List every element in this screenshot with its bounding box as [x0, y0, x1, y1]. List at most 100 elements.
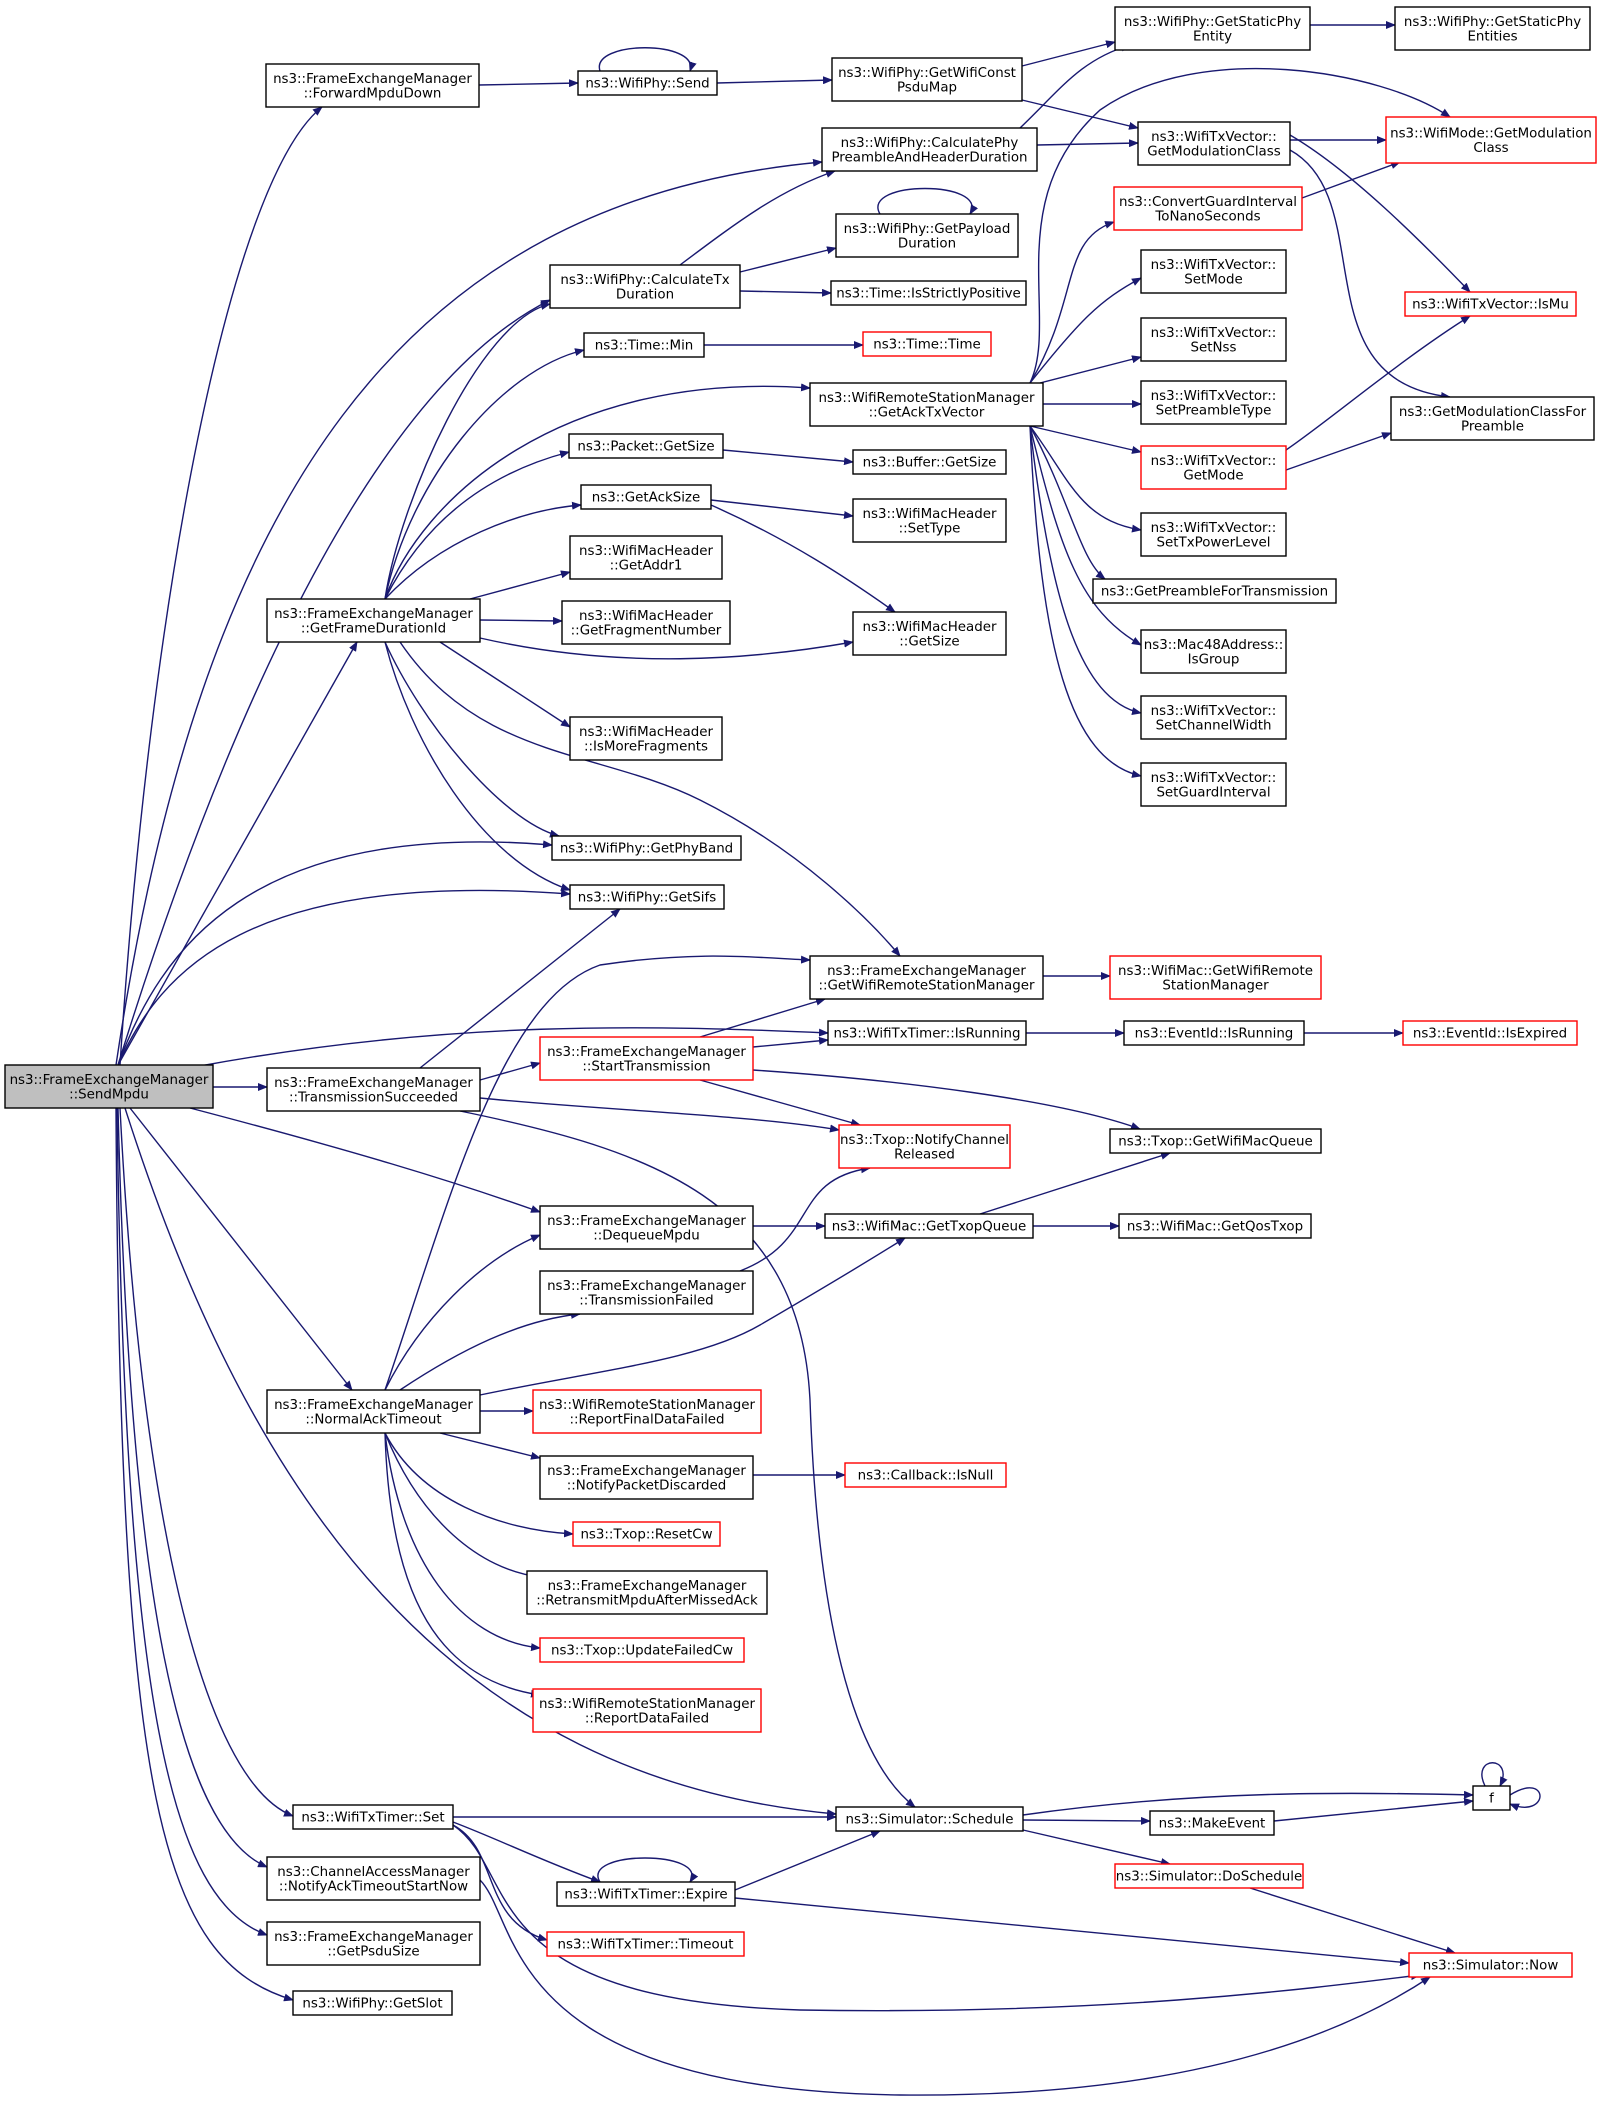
- node-get-ack-size[interactable]: ns3::GetAckSize: [580, 484, 712, 510]
- node-machdr-get-fragment-number[interactable]: ns3::WifiMacHeader::GetFragmentNumber: [561, 600, 731, 645]
- node-phy-get-slot[interactable]: ns3::WifiPhy::GetSlot: [292, 1990, 453, 2016]
- node-mac-get-wifi-remote-station-manager[interactable]: ns3::WifiMac::GetWifiRemoteStationManage…: [1109, 955, 1322, 1000]
- node-box: [1140, 762, 1287, 807]
- node-notify-ack-timeout-start-now[interactable]: ns3::ChannelAccessManager::NotifyAckTime…: [266, 1856, 481, 1901]
- edge-calc_phy_preamble-to-get_static_phy_entity: [1019, 43, 1131, 129]
- node-phy-get-phy-band[interactable]: ns3::WifiPhy::GetPhyBand: [551, 835, 742, 861]
- node-label-line: ns3::WifiRemoteStationManager: [539, 1697, 756, 1712]
- node-txvector-get-mod-class[interactable]: ns3::WifiTxVector::GetModulationClass: [1137, 121, 1291, 166]
- node-fem-get-wifi-remote-station-manager[interactable]: ns3::FrameExchangeManager::GetWifiRemote…: [809, 955, 1044, 1000]
- node-box: [1109, 955, 1322, 1000]
- edge-start_transmission-to-fem_get_wifi_remote_station_manager: [699, 997, 826, 1038]
- node-txvector-set-channel-width[interactable]: ns3::WifiTxVector::SetChannelWidth: [1140, 695, 1287, 740]
- node-txvector-set-nss[interactable]: ns3::WifiTxVector::SetNss: [1140, 317, 1287, 362]
- node-mac48-is-group[interactable]: ns3::Mac48Address::IsGroup: [1140, 629, 1287, 674]
- node-machdr-is-more-fragments[interactable]: ns3::WifiMacHeader::IsMoreFragments: [569, 716, 723, 761]
- node-label-line: ns3::WifiMacHeader: [579, 544, 713, 559]
- node-phy-send[interactable]: ns3::WifiPhy::Send: [577, 70, 718, 96]
- node-label-line: ns3::WifiTxTimer::Set: [301, 1811, 444, 1826]
- node-txvector-set-guard-interval[interactable]: ns3::WifiTxVector::SetGuardInterval: [1140, 762, 1287, 807]
- node-label-line: SetNss: [1191, 340, 1237, 355]
- node-notify-packet-discarded[interactable]: ns3::FrameExchangeManager::NotifyPacketD…: [539, 1455, 754, 1500]
- node-make-event[interactable]: ns3::MakeEvent: [1149, 1810, 1275, 1836]
- node-txop-reset-cw[interactable]: ns3::Txop::ResetCw: [572, 1521, 721, 1547]
- edge-get_frame_duration_id-to-machdr_get_fragment_number: [479, 616, 563, 625]
- node-machdr-get-addr1[interactable]: ns3::WifiMacHeader::GetAddr1: [569, 535, 723, 580]
- node-get-frame-duration-id[interactable]: ns3::FrameExchangeManager::GetFrameDurat…: [266, 598, 481, 643]
- node-normal-ack-timeout[interactable]: ns3::FrameExchangeManager::NormalAckTime…: [266, 1389, 481, 1434]
- node-wifimode-get-mod-class[interactable]: ns3::WifiMode::GetModulationClass: [1385, 116, 1597, 164]
- node-label-line: ns3::ChannelAccessManager: [277, 1865, 470, 1880]
- node-report-final-data-failed[interactable]: ns3::WifiRemoteStationManager::ReportFin…: [532, 1389, 762, 1434]
- node-label-line: ::GetWifiRemoteStationManager: [819, 978, 1035, 993]
- node-timer-timeout[interactable]: ns3::WifiTxTimer::Timeout: [546, 1931, 745, 1957]
- node-txvector-set-tx-power-level[interactable]: ns3::WifiTxVector::SetTxPowerLevel: [1140, 512, 1287, 557]
- node-eventid-is-expired[interactable]: ns3::EventId::IsExpired: [1402, 1020, 1578, 1046]
- node-timer-expire[interactable]: ns3::WifiTxTimer::Expire: [556, 1881, 736, 1907]
- node-box: [824, 1213, 1034, 1239]
- node-box: [1385, 116, 1597, 164]
- node-retransmit-mpdu-after-missed-ack[interactable]: ns3::FrameExchangeManager::RetransmitMpd…: [526, 1570, 768, 1615]
- edge-get_frame_duration_id-to-get_ack_tx_vector: [384, 383, 811, 600]
- node-txvector-set-preamble-type[interactable]: ns3::WifiTxVector::SetPreambleType: [1140, 380, 1287, 425]
- node-f[interactable]: f: [1472, 1785, 1511, 1811]
- node-box: [1109, 1128, 1322, 1154]
- node-label-line: ns3::Txop::GetWifiMacQueue: [1118, 1135, 1313, 1150]
- node-time-is-strictly-positive[interactable]: ns3::Time::IsStrictlyPositive: [830, 280, 1027, 306]
- node-eventid-is-running[interactable]: ns3::EventId::IsRunning: [1123, 1020, 1305, 1046]
- node-box: [831, 57, 1023, 102]
- node-simulator-now[interactable]: ns3::Simulator::Now: [1408, 1952, 1573, 1978]
- node-time-time[interactable]: ns3::Time::Time: [862, 331, 992, 357]
- node-label-line: ns3::FrameExchangeManager: [274, 1930, 473, 1945]
- node-callback-is-null[interactable]: ns3::Callback::IsNull: [844, 1462, 1007, 1488]
- node-txop-get-wifi-mac-queue[interactable]: ns3::Txop::GetWifiMacQueue: [1109, 1128, 1322, 1154]
- node-label-line: SetTxPowerLevel: [1157, 535, 1271, 550]
- node-box: [532, 1389, 762, 1434]
- node-mac-get-txop-queue[interactable]: ns3::WifiMac::GetTxopQueue: [824, 1213, 1034, 1239]
- node-label-line: ns3::GetPreambleForTransmission: [1101, 585, 1328, 600]
- node-calc-phy-preamble[interactable]: ns3::WifiPhy::CalculatePhyPreambleAndHea…: [821, 127, 1038, 172]
- node-box: [539, 1205, 754, 1250]
- node-timer-set[interactable]: ns3::WifiTxTimer::Set: [292, 1804, 454, 1830]
- node-packet-get-size[interactable]: ns3::Packet::GetSize: [568, 433, 724, 459]
- node-simulator-schedule[interactable]: ns3::Simulator::Schedule: [835, 1806, 1024, 1832]
- node-label-line: ns3::WifiMacHeader: [863, 507, 997, 522]
- node-box: [844, 1462, 1007, 1488]
- edge-start_transmission-to-timer_is_running: [752, 1036, 829, 1048]
- node-transmission-succeeded[interactable]: ns3::FrameExchangeManager::TransmissionS…: [266, 1067, 481, 1112]
- node-get-psdu-size[interactable]: ns3::FrameExchangeManager::GetPsduSize: [266, 1921, 481, 1966]
- node-txvector-get-mode[interactable]: ns3::WifiTxVector::GetMode: [1140, 445, 1287, 490]
- node-dequeue-mpdu[interactable]: ns3::FrameExchangeManager::DequeueMpdu: [539, 1205, 754, 1250]
- node-machdr-get-size[interactable]: ns3::WifiMacHeader::GetSize: [852, 611, 1007, 656]
- node-start-transmission[interactable]: ns3::FrameExchangeManager::StartTransmis…: [539, 1036, 754, 1081]
- node-box: [838, 1124, 1011, 1169]
- edge-calculate_tx_duration-to-get_payload_duration: [739, 246, 837, 273]
- node-txop-update-failed-cw[interactable]: ns3::Txop::UpdateFailedCw: [539, 1637, 745, 1663]
- node-simulator-do-schedule[interactable]: ns3::Simulator::DoSchedule: [1114, 1863, 1304, 1889]
- node-get-ack-tx-vector[interactable]: ns3::WifiRemoteStationManager::GetAckTxV…: [809, 382, 1044, 427]
- node-machdr-set-type[interactable]: ns3::WifiMacHeader::SetType: [852, 498, 1007, 543]
- node-time-min[interactable]: ns3::Time::Min: [583, 332, 705, 358]
- node-txvector-set-mode[interactable]: ns3::WifiTxVector::SetMode: [1140, 249, 1287, 294]
- node-txvector-is-mu[interactable]: ns3::WifiTxVector::IsMu: [1404, 291, 1577, 317]
- node-get-preamble-for-transmission[interactable]: ns3::GetPreambleForTransmission: [1092, 578, 1337, 604]
- node-phy-get-sifs[interactable]: ns3::WifiPhy::GetSifs: [569, 884, 725, 910]
- node-report-data-failed[interactable]: ns3::WifiRemoteStationManager::ReportDat…: [532, 1688, 762, 1733]
- node-mac-get-qos-txop[interactable]: ns3::WifiMac::GetQosTxop: [1118, 1213, 1312, 1239]
- node-send-mpdu[interactable]: ns3::FrameExchangeManager::SendMpdu: [4, 1064, 214, 1109]
- node-box: [1402, 1020, 1578, 1046]
- node-label-line: ns3::WifiTxVector::IsMu: [1412, 298, 1569, 313]
- node-buffer-get-size[interactable]: ns3::Buffer::GetSize: [852, 449, 1007, 475]
- edge-get_frame_duration_id-to-packet_get_size: [384, 450, 570, 600]
- node-transmission-failed[interactable]: ns3::FrameExchangeManager::TransmissionF…: [539, 1270, 754, 1315]
- node-timer-is-running[interactable]: ns3::WifiTxTimer::IsRunning: [827, 1020, 1027, 1046]
- node-forward-mpdu-down[interactable]: ns3::FrameExchangeManager::ForwardMpduDo…: [265, 63, 480, 108]
